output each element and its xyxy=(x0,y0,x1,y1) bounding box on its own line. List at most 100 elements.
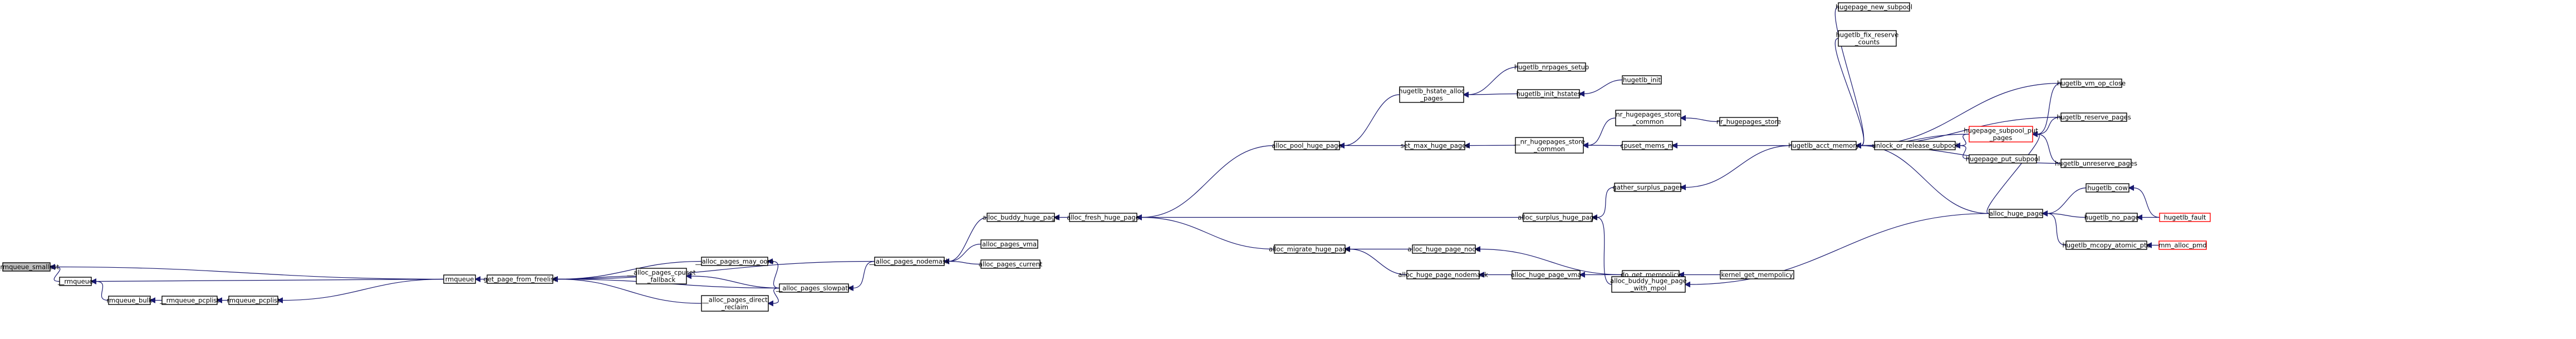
node-label: __alloc_pages_slowpath xyxy=(776,284,852,292)
node-label: alloc_surplus_huge_page xyxy=(1518,214,1598,222)
graph-node[interactable]: rmqueue xyxy=(443,274,476,284)
graph-node[interactable]: alloc_buddy_huge_page xyxy=(983,213,1059,222)
node-box xyxy=(2060,112,2127,122)
node-box xyxy=(980,259,1041,269)
node-box xyxy=(1969,154,2037,164)
edge-n9-to-n7 xyxy=(767,258,780,289)
edge-n42-to-n39 xyxy=(2032,82,2062,137)
node-label: __alloc_pages_cpuset xyxy=(627,269,696,277)
node-box xyxy=(1969,126,2033,143)
edge-n13-to-n11 xyxy=(943,243,982,264)
graph-node[interactable]: alloc_pool_huge_page xyxy=(1272,141,1342,150)
node-box xyxy=(1622,75,1662,85)
graph-node[interactable]: hugetlb_init xyxy=(1622,75,1662,85)
graph-node[interactable]: alloc_pages_current xyxy=(979,259,1043,269)
node-box xyxy=(1399,86,1464,103)
graph-node[interactable]: hugetlb_no_page xyxy=(2084,213,2140,222)
graph-node[interactable]: hugetlb_nrpages_setup xyxy=(1514,62,1589,72)
node-label: alloc_fresh_huge_page xyxy=(1067,214,1140,222)
graph-node[interactable]: hugetlb_init_hstates xyxy=(1516,89,1581,99)
node-label: __nr_hugepages_store xyxy=(1513,138,1585,146)
graph-node[interactable]: alloc_buddy_huge_page_with_mpol xyxy=(1610,276,1687,293)
node-box xyxy=(1838,30,1897,47)
node-label: alloc_pages_current xyxy=(979,261,1043,268)
node-box xyxy=(1989,209,2043,218)
edge-n43-to-n39 xyxy=(2032,116,2062,137)
node-label: __rmqueue_pcplist xyxy=(159,297,219,304)
node-box xyxy=(2060,78,2122,88)
node-box xyxy=(487,274,553,284)
node-label: hugetlb_acct_memory xyxy=(1788,142,1859,150)
graph-node[interactable]: hugetlb_cow xyxy=(2086,183,2130,193)
node-box xyxy=(874,257,945,266)
graph-node[interactable]: hugetlb_hstate_alloc_pages xyxy=(1399,86,1465,103)
node-label: _reclaim xyxy=(721,303,748,311)
node-label: hugetlb_init_hstates xyxy=(1516,90,1581,98)
graph-node[interactable]: alloc_huge_page_vma xyxy=(1511,270,1582,279)
node-label: hugepage_new_subpool xyxy=(1836,3,1912,11)
node-label: alloc_huge_page xyxy=(1989,210,2043,218)
graph-node[interactable]: alloc_huge_page_nodemask xyxy=(1398,270,1488,279)
graph-node[interactable]: hugetlb_vm_op_close xyxy=(2057,78,2126,88)
graph-node[interactable]: cpuset_mems_nr xyxy=(1620,141,1675,150)
edge-n29-to-n25 xyxy=(1582,117,1616,149)
graph-node[interactable]: __nr_hugepages_store_common xyxy=(1513,137,1585,154)
node-label: nr_hugepages_store xyxy=(1616,111,1680,119)
graph-node[interactable]: alloc_migrate_huge_page xyxy=(1269,244,1351,254)
node-label: hugetlb_reserve_pages xyxy=(2057,114,2131,121)
graph-node[interactable]: hugepage_subpool_put_pages xyxy=(1964,126,2038,143)
node-label: rmqueue xyxy=(445,276,474,283)
edge-n9-to-n8 xyxy=(685,273,780,289)
graph-node[interactable]: kernel_get_mempolicy xyxy=(1720,270,1794,279)
graph-node[interactable]: alloc_surplus_huge_page xyxy=(1518,213,1598,222)
graph-node[interactable]: nr_hugepages_store_common xyxy=(1615,110,1681,126)
edge-n28-to-n24 xyxy=(1578,79,1623,97)
node-label: _counts xyxy=(1854,38,1880,46)
graph-node[interactable]: hugepage_put_subpool xyxy=(1966,154,2040,164)
graph-node[interactable]: hugetlb_fault xyxy=(2159,213,2211,222)
node-label: kernel_get_mempolicy xyxy=(1721,271,1793,279)
graph-node[interactable]: __rmqueue_smallest xyxy=(0,262,60,272)
graph-node[interactable]: __alloc_pages_cpuset_fallback xyxy=(627,268,696,284)
graph-node[interactable]: __rmqueue_pcplist xyxy=(159,296,219,305)
graph-node[interactable]: hugetlb_mcopy_atomic_pte xyxy=(2062,240,2151,250)
node-box xyxy=(779,283,849,293)
graph-node[interactable]: alloc_pages_vma xyxy=(980,239,1038,249)
node-label: hugetlb_fix_reserve xyxy=(1836,31,1899,39)
graph-node[interactable]: alloc_huge_page_node xyxy=(1407,244,1480,254)
graph-node[interactable]: mm_alloc_pmd xyxy=(2158,240,2207,250)
graph-node[interactable]: unlock_or_release_subpool xyxy=(1872,141,1958,150)
edge-n32-to-n22 xyxy=(1591,214,1612,285)
graph-node[interactable]: set_max_huge_pages xyxy=(1401,141,1470,150)
graph-node[interactable]: alloc_huge_page xyxy=(1989,209,2043,218)
edge-n37-to-n34 xyxy=(1834,38,1864,149)
graph-node[interactable]: __alloc_pages_may_oom xyxy=(695,257,774,266)
graph-node[interactable]: hugetlb_fix_reserve_counts xyxy=(1836,30,1899,47)
graph-node[interactable]: rmqueue_pcplist xyxy=(227,296,280,305)
edge-n12-to-n11 xyxy=(943,217,988,264)
node-label: _common xyxy=(1533,145,1565,153)
graph-node[interactable]: __rmqueue xyxy=(57,277,93,286)
node-label: __rmqueue xyxy=(57,278,93,286)
node-label: __rmqueue_smallest xyxy=(0,263,60,271)
graph-node[interactable]: hugetlb_acct_memory xyxy=(1788,141,1859,150)
graph-node[interactable]: __alloc_pages_direct_reclaim xyxy=(701,295,769,312)
node-label: get_page_from_freelist xyxy=(483,276,557,283)
node-label: set_max_huge_pages xyxy=(1401,142,1470,150)
edge-n40-to-n38 xyxy=(1954,143,1970,160)
graph-node[interactable]: __alloc_pages_nodemask xyxy=(869,257,950,266)
graph-node[interactable]: rmqueue_bulk xyxy=(107,296,153,305)
node-box xyxy=(108,296,151,305)
edge-n11-to-n9 xyxy=(847,261,875,291)
graph-node[interactable]: get_page_from_freelist xyxy=(483,274,557,284)
node-box xyxy=(1614,183,1681,192)
graph-node[interactable]: alloc_fresh_huge_page xyxy=(1067,213,1140,222)
graph-node[interactable]: nr_hugepages_store xyxy=(1716,117,1781,126)
graph-node[interactable]: hugepage_new_subpool xyxy=(1836,2,1912,12)
node-label: nr_hugepages_store xyxy=(1716,118,1781,126)
graph-node[interactable]: gather_surplus_pages xyxy=(1613,183,1683,192)
graph-node[interactable]: __alloc_pages_slowpath xyxy=(776,283,852,293)
graph-node[interactable]: hugetlb_unreserve_pages xyxy=(2055,159,2137,168)
graph-node[interactable]: hugetlb_reserve_pages xyxy=(2057,112,2131,122)
